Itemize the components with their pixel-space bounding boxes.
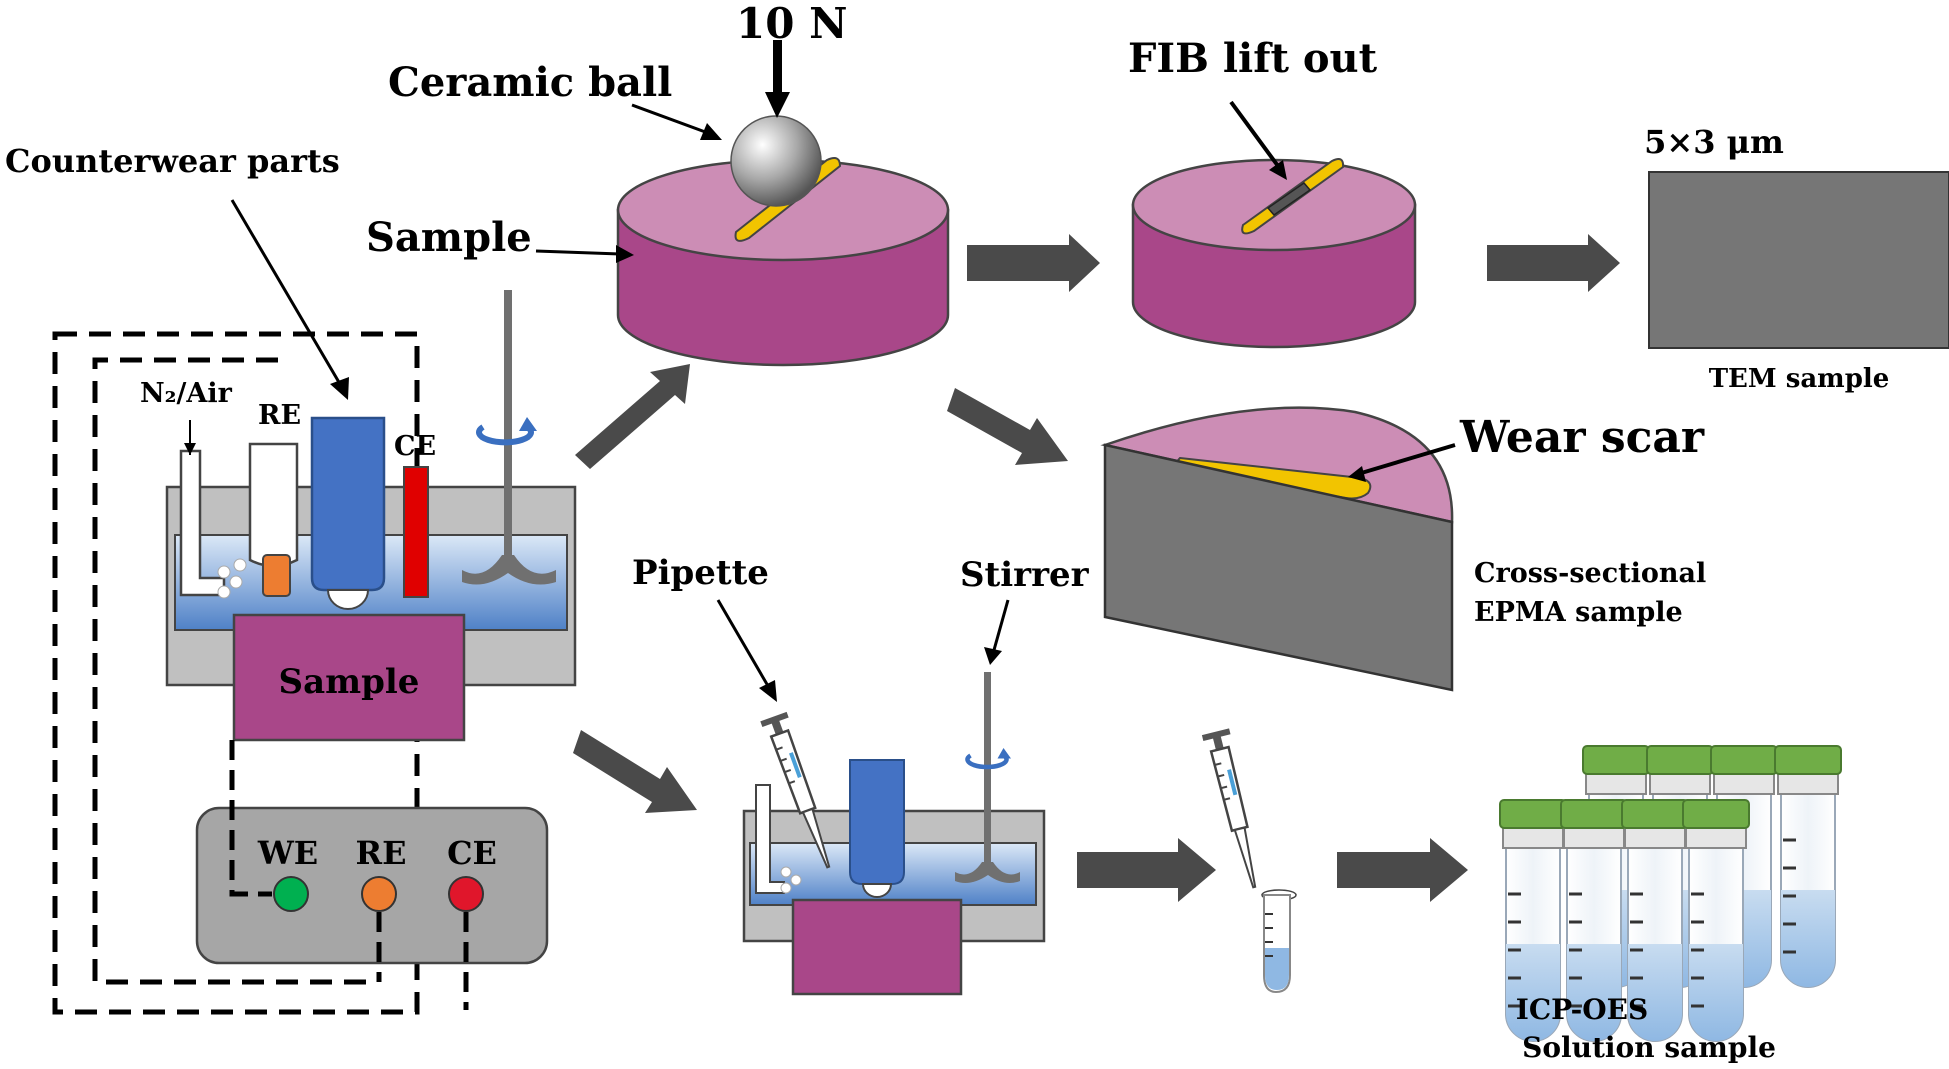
arrow-sampling-to-pipette bbox=[1077, 838, 1216, 902]
we-label: WE bbox=[257, 834, 318, 872]
stirrer-pointer bbox=[992, 599, 1010, 651]
small-sample-block bbox=[791, 898, 963, 996]
sample-disk-fib bbox=[1131, 158, 1417, 349]
transfer-pipette-icon bbox=[1200, 727, 1270, 892]
sample-block bbox=[232, 613, 466, 742]
tem-label: TEM sample bbox=[1709, 364, 1890, 394]
small-tube bbox=[1261, 889, 1297, 994]
ce-top-label: CE bbox=[394, 431, 436, 462]
ce-terminal bbox=[448, 876, 484, 912]
counterwear-ball bbox=[326, 589, 370, 610]
re-bottom-label: RE bbox=[356, 834, 407, 872]
dims-label: 5×3 μm bbox=[1644, 123, 1784, 161]
sample-pointer bbox=[535, 249, 621, 256]
fib-label: FIB lift out bbox=[1128, 35, 1378, 82]
stirrer-blade bbox=[462, 555, 556, 585]
stirrer-label: Stirrer bbox=[960, 555, 1090, 595]
counterwear-label: Counterwear parts bbox=[5, 142, 340, 180]
sample-top-label: Sample bbox=[366, 214, 532, 261]
arrow-fib-to-tem bbox=[1487, 234, 1620, 292]
small-gas-tube bbox=[755, 784, 785, 894]
inner-dashed-circuit bbox=[92, 357, 378, 985]
fib-pointer bbox=[1229, 100, 1280, 168]
n2-air-label: N₂/Air bbox=[140, 378, 233, 409]
electrochemical-cell: Sample N₂/Air RE CE bbox=[52, 290, 577, 1015]
wear-scar-label: Wear scar bbox=[1459, 412, 1705, 463]
small-counterwear-holder bbox=[849, 759, 905, 885]
stirrer-rod bbox=[504, 290, 512, 555]
pipette-pointer bbox=[716, 599, 770, 687]
tube-icon bbox=[1773, 744, 1843, 989]
sample-disk-wear-test bbox=[616, 115, 950, 367]
force-label: 10 N bbox=[736, 0, 847, 48]
potentiostat: WE RE CE bbox=[195, 740, 549, 1010]
ceramic-ball bbox=[730, 115, 822, 207]
small-stirrer-blade bbox=[955, 862, 1020, 883]
counter-electrode bbox=[403, 466, 429, 598]
arrow-pipette-to-tubes bbox=[1337, 838, 1468, 902]
re-terminal bbox=[361, 876, 397, 912]
ball-pointer bbox=[631, 103, 709, 135]
we-lead bbox=[229, 740, 272, 897]
ce-bottom-label: CE bbox=[447, 834, 497, 872]
cross-section-sample bbox=[1100, 406, 1454, 692]
counterwear-pointer bbox=[230, 199, 342, 385]
pipette-label: Pipette bbox=[632, 553, 769, 593]
tem-sample-rect bbox=[1648, 171, 1949, 349]
force-arrow-head bbox=[765, 92, 790, 118]
sample-cell-label: Sample bbox=[279, 662, 420, 702]
fib-lamella bbox=[1266, 181, 1312, 217]
icp-label-2: Solution sample bbox=[1522, 1031, 1776, 1064]
reference-electrode bbox=[248, 442, 299, 568]
tube-icon bbox=[1681, 798, 1751, 1043]
sampling-cell bbox=[742, 672, 1046, 996]
cross-label-1: Cross-sectional bbox=[1474, 558, 1706, 589]
re-top-label: RE bbox=[258, 400, 301, 431]
reference-electrode-tip bbox=[262, 554, 291, 597]
ceramic-ball-label: Ceramic ball bbox=[388, 59, 672, 106]
arrow-cell-to-sampling bbox=[573, 730, 697, 813]
arrow-cell-to-disk bbox=[575, 364, 690, 469]
force-arrow-shaft bbox=[773, 40, 782, 95]
cross-label-2: EPMA sample bbox=[1474, 597, 1683, 628]
wear-scar-pointer bbox=[1357, 443, 1456, 476]
arrow-disk-to-fib bbox=[967, 234, 1100, 292]
icp-label-1: ICP-OES bbox=[1516, 993, 1648, 1026]
counterwear-holder bbox=[310, 416, 386, 592]
process-arrows bbox=[573, 234, 1620, 902]
arrow-disk-to-cross bbox=[947, 388, 1068, 465]
we-terminal bbox=[273, 876, 309, 912]
